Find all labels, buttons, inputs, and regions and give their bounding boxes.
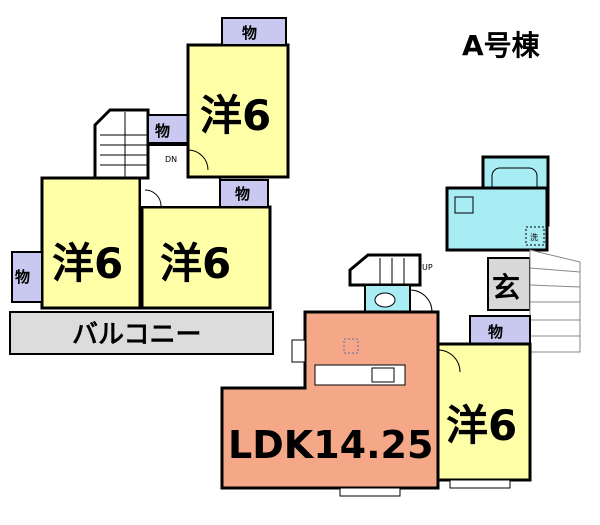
upper-stair-treads: [100, 112, 148, 178]
sink-icon: [371, 367, 395, 383]
storage-stair-label: 物: [155, 122, 170, 140]
entrance-steps: [529, 249, 581, 353]
upper-door-swing: [187, 149, 209, 171]
window-ldk: [339, 487, 401, 497]
room-center: [140, 205, 272, 310]
storage-left-label: 物: [15, 268, 30, 286]
lower-door-swing: [409, 289, 433, 313]
entrance-label: 玄: [492, 271, 520, 304]
storage-top-label: 物: [242, 24, 257, 42]
room-top: [186, 43, 290, 179]
storage-right: [469, 315, 531, 345]
toilet-icon: [374, 292, 396, 308]
storage-right-label: 物: [488, 323, 503, 341]
upper-stair: [93, 108, 150, 180]
lower-stair-treads: [379, 258, 405, 285]
kitchen-counter: [314, 364, 406, 386]
toilet-room: [364, 284, 411, 316]
lower-stair: [348, 253, 422, 287]
washer-spot: [525, 226, 545, 246]
lower-door-swing-2: [437, 349, 461, 373]
lower-floor: 洗 UP LDK14.25 玄 物: [220, 155, 581, 497]
storage-stair: [147, 114, 189, 144]
upper-stair-mark: DN: [165, 155, 177, 164]
storage-center: [219, 179, 269, 208]
balcony-label: バルコニー: [72, 320, 201, 350]
washbasin-icon: [454, 196, 474, 214]
upper-floor: バルコニー 洋6 物 洋6 物 DN 物 洋6 物: [9, 17, 290, 355]
storage-left: [11, 251, 43, 303]
window-ldk-left: [291, 339, 306, 363]
washer-mark: 洗: [530, 232, 538, 242]
room-center-label: 洋6: [160, 239, 231, 288]
ldk-room: [220, 310, 440, 490]
room-right-label: 洋6: [446, 401, 517, 450]
room-left: [40, 176, 142, 310]
window-room-right: [449, 479, 511, 489]
balcony: [9, 311, 274, 355]
upper-door-swing-2: [144, 189, 162, 207]
lower-stair-mark: UP: [422, 263, 433, 272]
storage-center-label: 物: [235, 185, 250, 203]
entrance: [487, 257, 531, 311]
washroom: [445, 186, 549, 252]
room-top-label: 洋6: [200, 91, 271, 140]
ldk-label: LDK14.25: [228, 423, 433, 467]
storage-top: [221, 17, 287, 46]
ceiling-fixture-icon: [343, 338, 359, 354]
entrance-step-lines: [529, 267, 581, 337]
room-left-label: 洋6: [52, 239, 123, 288]
building-title: A号棟: [462, 29, 541, 62]
